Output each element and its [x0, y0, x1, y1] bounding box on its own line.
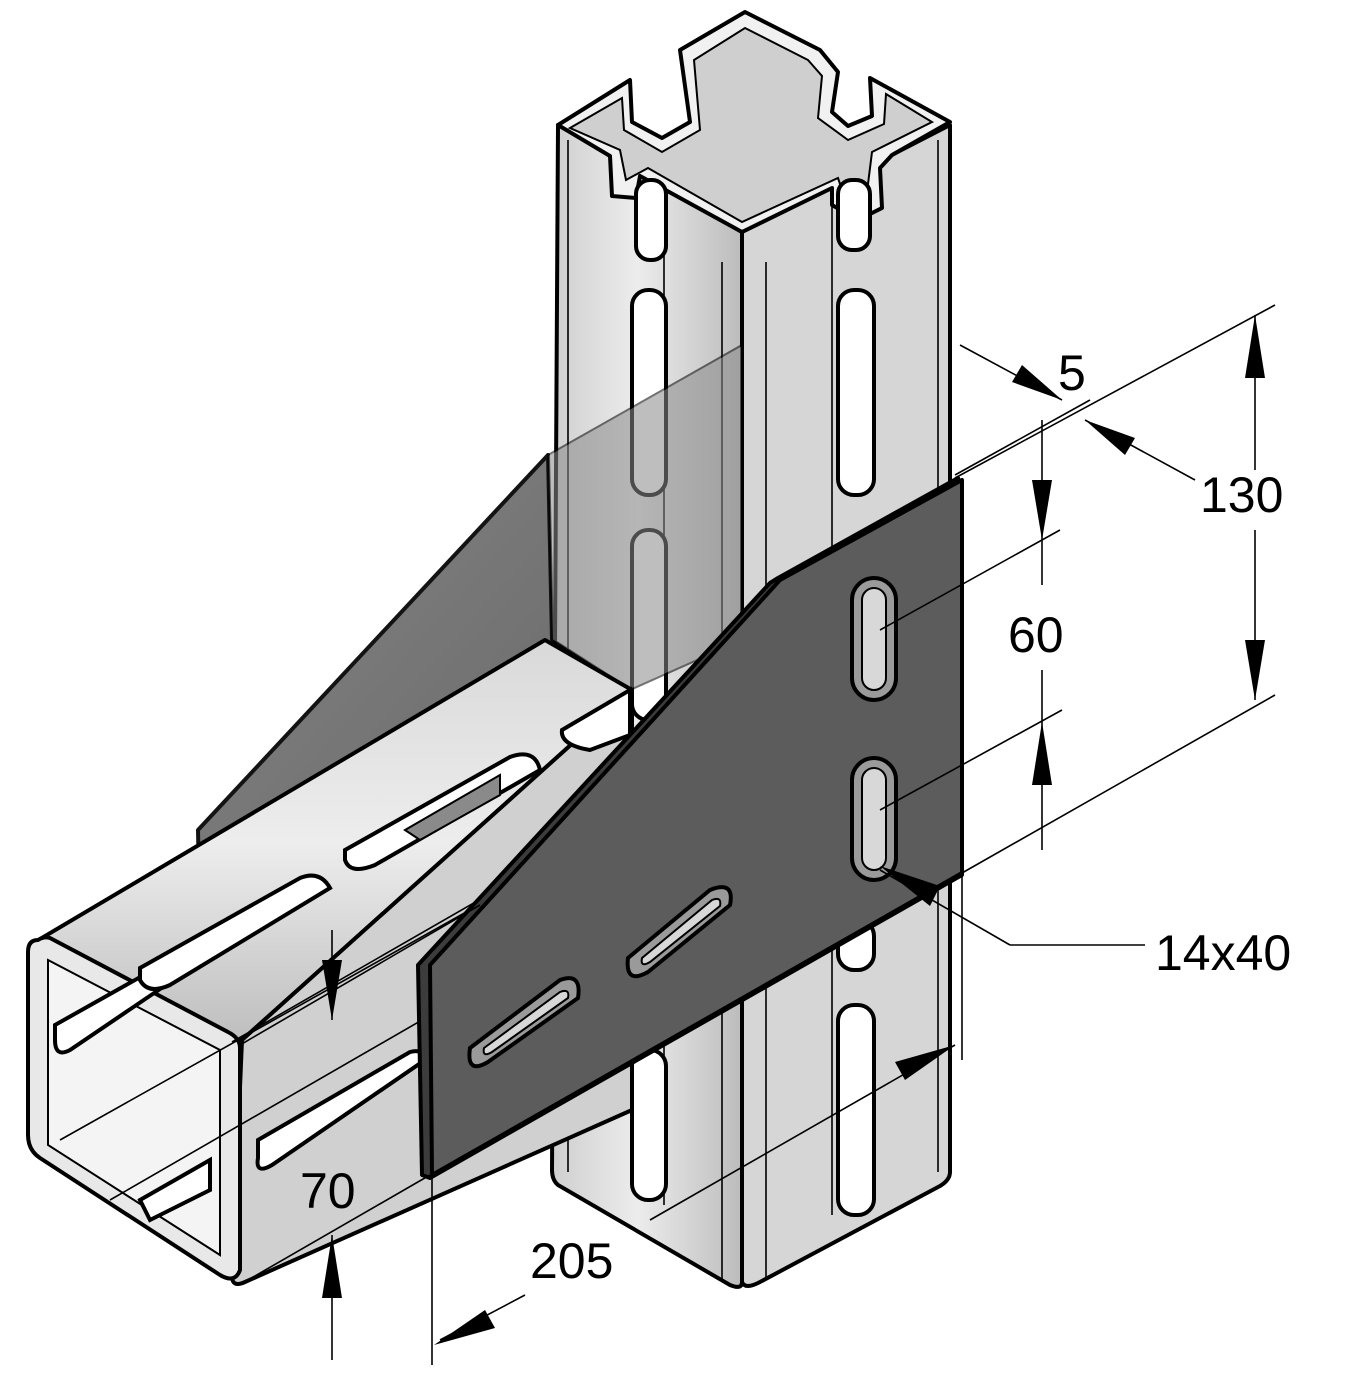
vertical-tube-top-inner [567, 26, 935, 224]
vertical-tube-slot [630, 1048, 668, 1202]
arrowhead [322, 1235, 342, 1298]
arrowhead [322, 960, 342, 1020]
horizontal-tube-slot [559, 686, 632, 753]
horizontal-tube-slot [255, 1049, 425, 1171]
dimension-lines [239, 304, 1276, 1365]
dim-label-plate-length: 205 [530, 1233, 613, 1289]
dim-label-plate-offset: 5 [1058, 345, 1086, 401]
arrowhead [1085, 420, 1135, 455]
front-gusset-plate [416, 476, 964, 1180]
vertical-tube-slot [634, 178, 668, 262]
dim-label-slot-spacing: 60 [1008, 607, 1064, 663]
dim-label-tube-height: 70 [300, 1163, 356, 1219]
horizontal-tube-slot [138, 873, 333, 991]
vertical-tube-slot [836, 288, 876, 497]
arrowhead [1032, 480, 1052, 540]
dim-label-total-height: 130 [1200, 467, 1283, 523]
arrowhead [1032, 722, 1052, 785]
arrowhead [880, 866, 940, 906]
vertical-tube-slot [836, 1003, 876, 1217]
arrowhead [1245, 640, 1265, 700]
arrowhead [1012, 365, 1062, 400]
arrowhead [1245, 315, 1265, 378]
plate-slots [467, 576, 898, 1069]
arrowhead [434, 1310, 495, 1345]
arrowhead [895, 1045, 955, 1080]
vertical-tube-slot [836, 178, 872, 252]
dim-label-slot-size: 14x40 [1155, 925, 1291, 981]
